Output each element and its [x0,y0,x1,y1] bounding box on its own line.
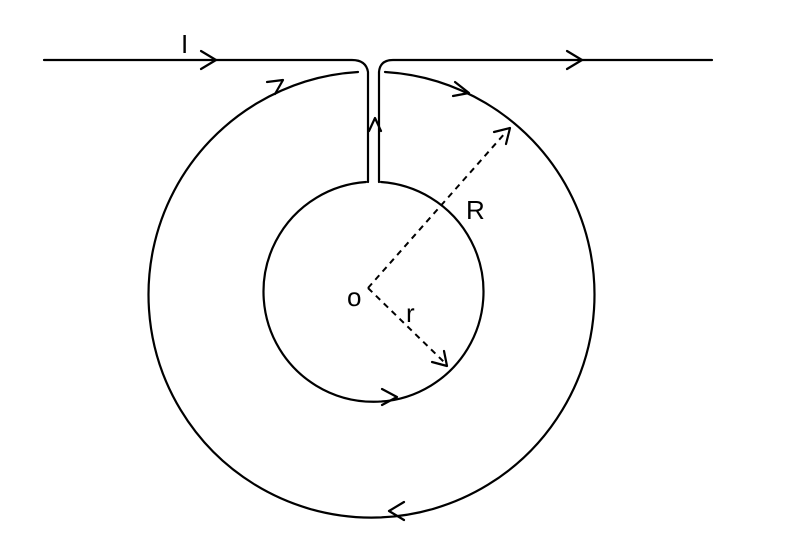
arrow-outer-top-right [451,80,471,98]
outer-circle-arc [147,70,596,519]
radius-R-arrowhead [492,126,512,146]
outgoing-wire [377,58,714,184]
current-label: I [181,29,188,59]
arrow-outgoing-wire [565,49,584,71]
center-label: o [347,282,361,312]
outer-radius-label: R [466,195,485,225]
radius-R-line [367,131,507,289]
arrow-inner-bottom [380,387,399,407]
incoming-wire [42,58,370,184]
inner-circle-arc [262,180,485,403]
arrow-incoming-wire [199,49,218,71]
inner-radius-label: r [406,298,415,328]
radius-r-line [367,287,445,363]
arrow-outer-top-left [265,78,285,96]
arrow-outer-bottom [387,500,406,522]
arrow-connector-up [367,116,383,133]
radius-r-arrowhead [430,349,449,368]
